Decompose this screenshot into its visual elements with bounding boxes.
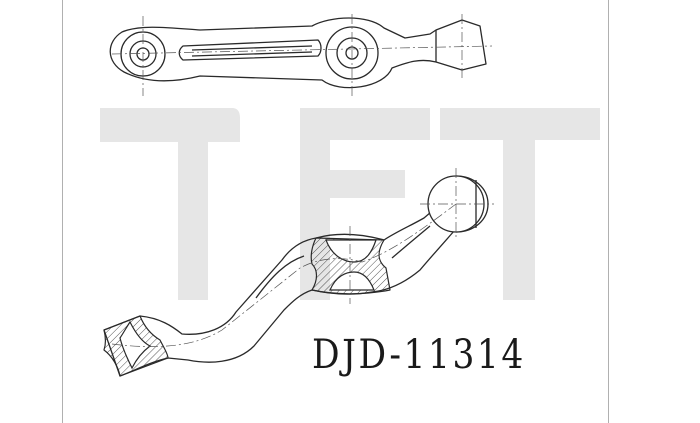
top-view-center-lines xyxy=(111,14,493,96)
arm-side-view xyxy=(103,205,463,377)
side-view-center-lines xyxy=(111,168,494,347)
frame-border-right xyxy=(608,0,609,423)
frame-border-left xyxy=(62,0,63,423)
side-view-cutouts xyxy=(119,239,377,370)
part-number-label: DJD-11314 xyxy=(312,332,526,378)
watermark-logo xyxy=(100,108,600,300)
